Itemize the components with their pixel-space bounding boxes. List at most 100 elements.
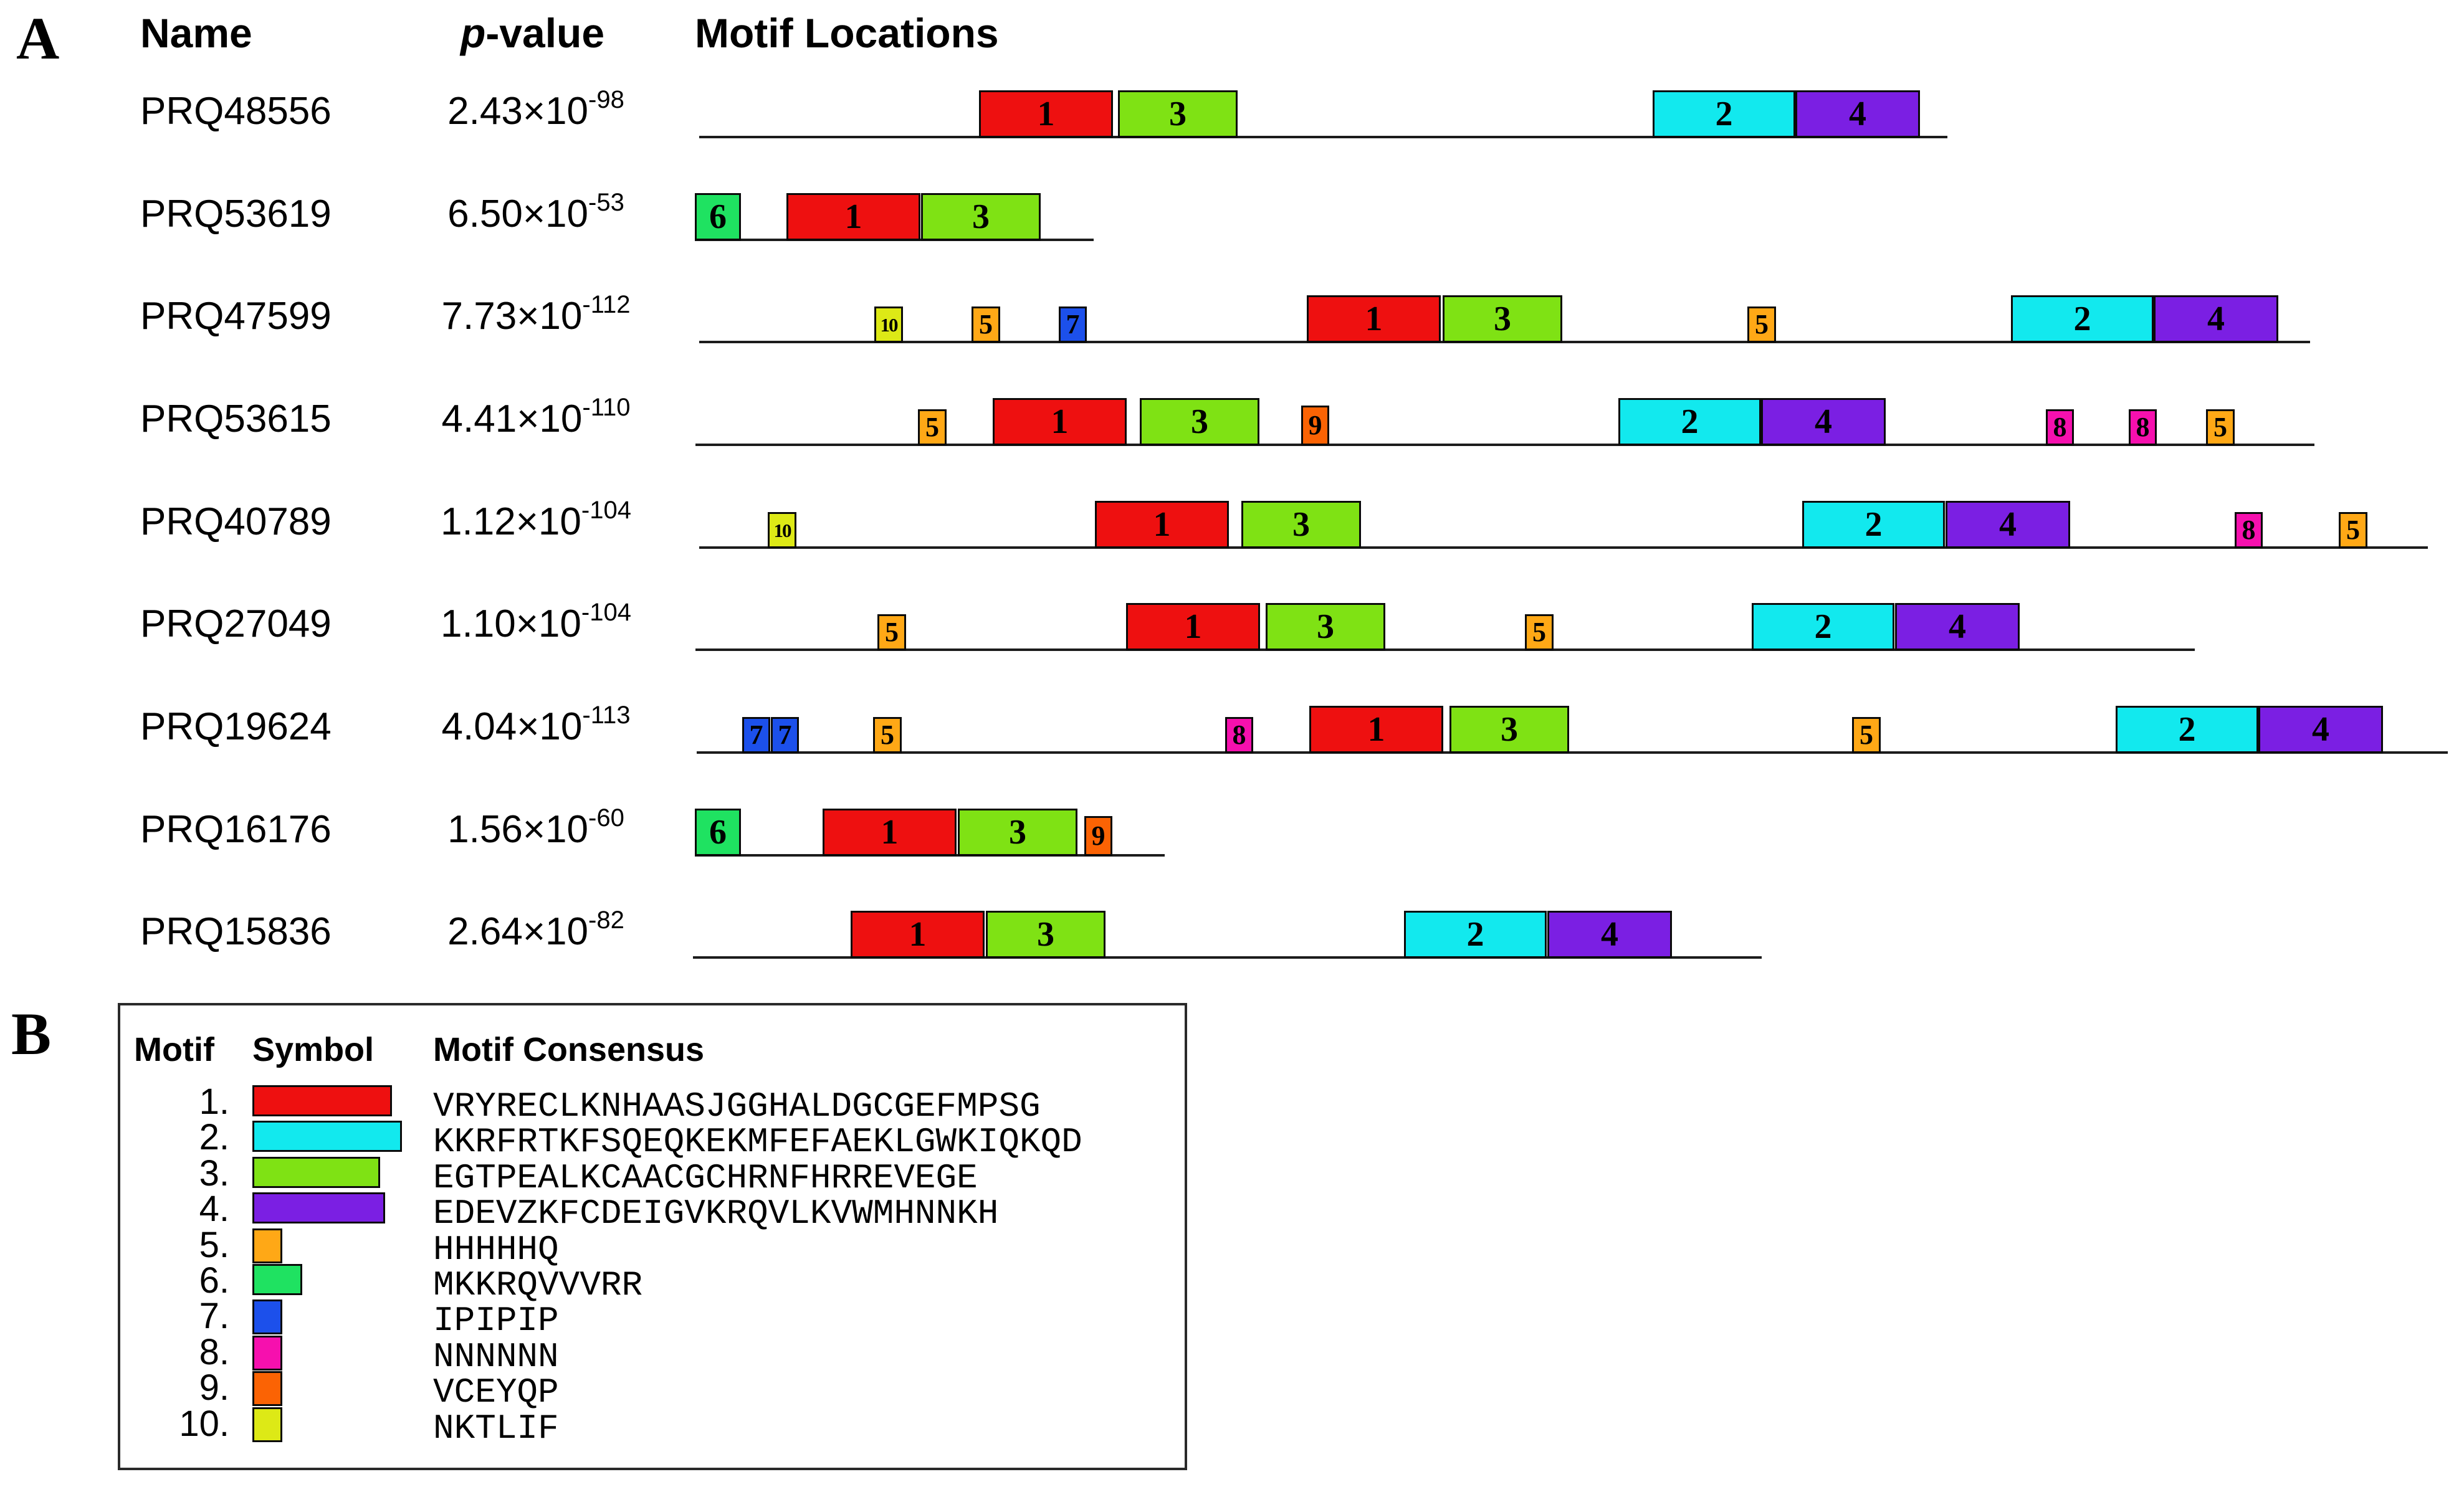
motif-box-3: 3 [921,193,1041,240]
motif-box-9: 9 [1301,406,1329,445]
motif-box-5: 5 [2206,409,2235,445]
motif-box-number: 8 [1232,720,1246,750]
sequence-pvalue: 1.12×10-104 [361,498,710,543]
legend-swatch-7 [252,1299,282,1335]
motif-box-number: 8 [2053,412,2067,442]
motif-box-number: 5 [2346,515,2360,545]
motif-box-number: 3 [1317,607,1334,646]
motif-box-6: 6 [695,193,741,240]
pvalue-exponent: -53 [588,189,624,217]
motif-box-1: 1 [823,809,957,856]
motif-box-1: 1 [851,911,985,958]
legend-header-symbol: Symbol [252,1031,375,1068]
motif-box-5: 5 [873,717,902,753]
motif-box-number: 9 [1091,820,1105,851]
pvalue-header-p: p [461,10,486,56]
legend-consensus-2: KKRFRTKFSQEQKEKMFEFAEKLGWKIQKQD [433,1122,1082,1162]
motif-box-number: 3 [972,197,990,236]
motif-box-number: 2 [2178,710,2196,749]
sequence-name: PRQ19624 [140,705,332,748]
legend-swatch-1 [252,1085,392,1116]
pvalue-base: 1.10×10 [441,602,581,645]
legend-consensus-6: MKKRQVVVRR [433,1265,643,1305]
pvalue-base: 2.64×10 [447,910,589,953]
motif-box-5: 5 [877,614,906,650]
legend-header-consensus: Motif Consensus [433,1031,705,1068]
legend-swatch-8 [252,1335,282,1371]
legend-motif-number: 5. [199,1224,229,1265]
motif-box-5: 5 [2339,512,2367,548]
motif-box-number: 1 [1051,402,1069,441]
motif-box-5: 5 [918,409,947,445]
legend-consensus-8: NNNNNN [433,1336,559,1377]
motif-box-number: 1 [844,197,862,236]
motif-box-4: 4 [2258,706,2383,753]
legend-motif-number: 2. [199,1117,229,1158]
column-header-pvalue: p-value [461,12,604,54]
sequence-line [697,751,2448,754]
motif-box-2: 2 [1802,501,1945,548]
motif-box-9: 9 [1084,816,1112,856]
motif-box-1: 1 [1309,706,1443,753]
sequence-pvalue: 7.73×10-112 [361,292,710,336]
motif-box-number: 7 [778,720,792,750]
motif-box-number: 3 [1501,710,1518,749]
motif-box-4: 4 [1946,501,2070,548]
motif-box-number: 5 [1755,309,1769,340]
legend-swatch-2 [252,1121,402,1152]
legend-header-motif: Motif [134,1031,214,1068]
motif-box-number: 10 [773,519,792,541]
sequence-name: PRQ16176 [140,808,332,851]
motif-box-number: 4 [1815,402,1832,441]
motif-box-number: 10 [880,313,899,336]
sequence-pvalue: 4.41×10-110 [361,395,710,439]
motif-box-5: 5 [1852,717,1881,753]
sequence-name: PRQ15836 [140,910,332,953]
pvalue-exponent: -60 [588,804,624,832]
sequence-pvalue: 1.10×10-104 [361,600,710,645]
motif-box-6: 6 [695,809,741,856]
legend-motif-number: 6. [199,1260,229,1301]
pvalue-header-rest: -value [485,10,605,56]
motif-box-number: 4 [2207,300,2225,338]
legend-motif-number: 3. [199,1152,229,1194]
pvalue-exponent: -82 [588,906,624,934]
pvalue-exponent: -112 [582,291,631,319]
motif-box-4: 4 [1895,603,2020,650]
motif-box-3: 3 [1449,706,1569,753]
sequence-name: PRQ47599 [140,295,332,338]
legend-consensus-4: EDEVZKFCDEIGVKRQVLKVWMHNNKH [433,1194,999,1234]
legend-swatch-9 [252,1371,282,1407]
motif-box-3: 3 [958,809,1077,856]
motif-box-number: 1 [1365,300,1383,338]
motif-box-3: 3 [1140,398,1259,445]
legend-consensus-5: HHHHHQ [433,1229,559,1270]
motif-box-number: 1 [881,813,899,852]
motif-box-number: 4 [1949,607,1966,646]
pvalue-exponent: -104 [581,496,631,525]
motif-box-5: 5 [972,306,1000,343]
motif-box-number: 5 [979,309,993,340]
motif-box-number: 2 [1814,607,1832,646]
legend-swatch-6 [252,1264,302,1295]
motif-box-number: 2 [1466,915,1484,954]
motif-box-number: 3 [1037,915,1054,954]
motif-box-number: 9 [1308,410,1322,440]
legend-motif-number: 7. [199,1296,229,1337]
motif-box-2: 2 [1752,603,1894,650]
motif-box-number: 5 [1860,720,1873,750]
legend-motif-number: 10. [179,1403,229,1444]
pvalue-base: 1.12×10 [441,500,581,543]
motif-box-2: 2 [1404,911,1547,958]
motif-box-2: 2 [2011,295,2154,343]
motif-box-number: 8 [2136,412,2150,442]
sequence-pvalue: 1.56×10-60 [361,805,710,849]
motif-box-number: 4 [2312,710,2329,749]
sequence-name: PRQ53615 [140,397,332,440]
legend-box [118,1003,1187,1470]
motif-box-1: 1 [979,90,1113,138]
legend-motif-number: 8. [199,1331,229,1372]
sequence-pvalue: 4.04×10-113 [361,703,710,748]
motif-box-2: 2 [2116,706,2258,753]
pvalue-base: 4.04×10 [441,705,583,748]
